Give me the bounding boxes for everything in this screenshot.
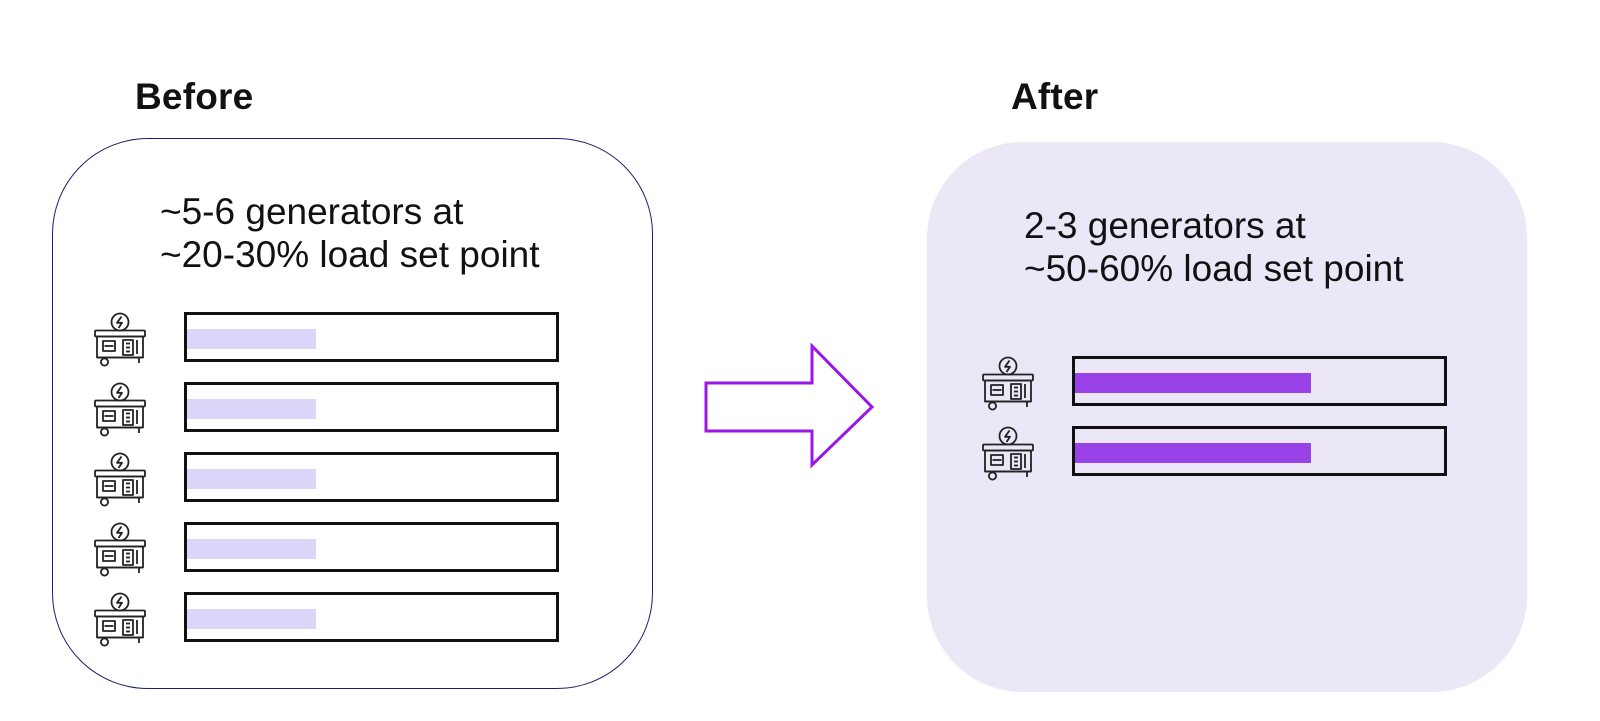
after-caption-line-2: ~50-60% load set point: [1024, 248, 1404, 289]
before-generator-row: [93, 522, 563, 574]
load-bar: [184, 592, 559, 642]
before-generator-row: [93, 312, 563, 364]
load-bar: [184, 382, 559, 432]
generator-icon: [93, 312, 147, 368]
load-bar-fill: [187, 399, 316, 419]
after-caption-line-1: 2-3 generators at: [1024, 205, 1306, 246]
load-bar-fill: [1075, 373, 1311, 393]
generator-icon: [93, 452, 147, 508]
load-bar-fill: [187, 329, 316, 349]
load-bar: [184, 452, 559, 502]
before-caption-line-2: ~20-30% load set point: [160, 234, 540, 275]
after-generator-row: [981, 356, 1451, 408]
load-bar-fill: [1075, 443, 1311, 463]
before-generator-row: [93, 452, 563, 504]
before-caption: ~5-6 generators at ~20-30% load set poin…: [160, 190, 540, 276]
generator-icon: [981, 356, 1035, 412]
generator-icon: [93, 592, 147, 648]
after-title: After: [1011, 76, 1099, 117]
before-title: Before: [135, 76, 254, 117]
load-bar-fill: [187, 469, 316, 489]
after-generator-row: [981, 426, 1451, 478]
load-bar: [1072, 356, 1447, 406]
load-bar: [184, 312, 559, 362]
generator-icon: [93, 522, 147, 578]
before-generator-row: [93, 592, 563, 644]
generator-icon: [981, 426, 1035, 482]
after-caption: 2-3 generators at ~50-60% load set point: [1024, 204, 1404, 290]
before-caption-line-1: ~5-6 generators at: [160, 191, 464, 232]
right-arrow-icon: [704, 343, 875, 469]
load-bar-fill: [187, 609, 316, 629]
load-bar: [1072, 426, 1447, 476]
generator-icon: [93, 382, 147, 438]
load-bar: [184, 522, 559, 572]
load-bar-fill: [187, 539, 316, 559]
after-panel: [927, 142, 1527, 692]
before-generator-row: [93, 382, 563, 434]
